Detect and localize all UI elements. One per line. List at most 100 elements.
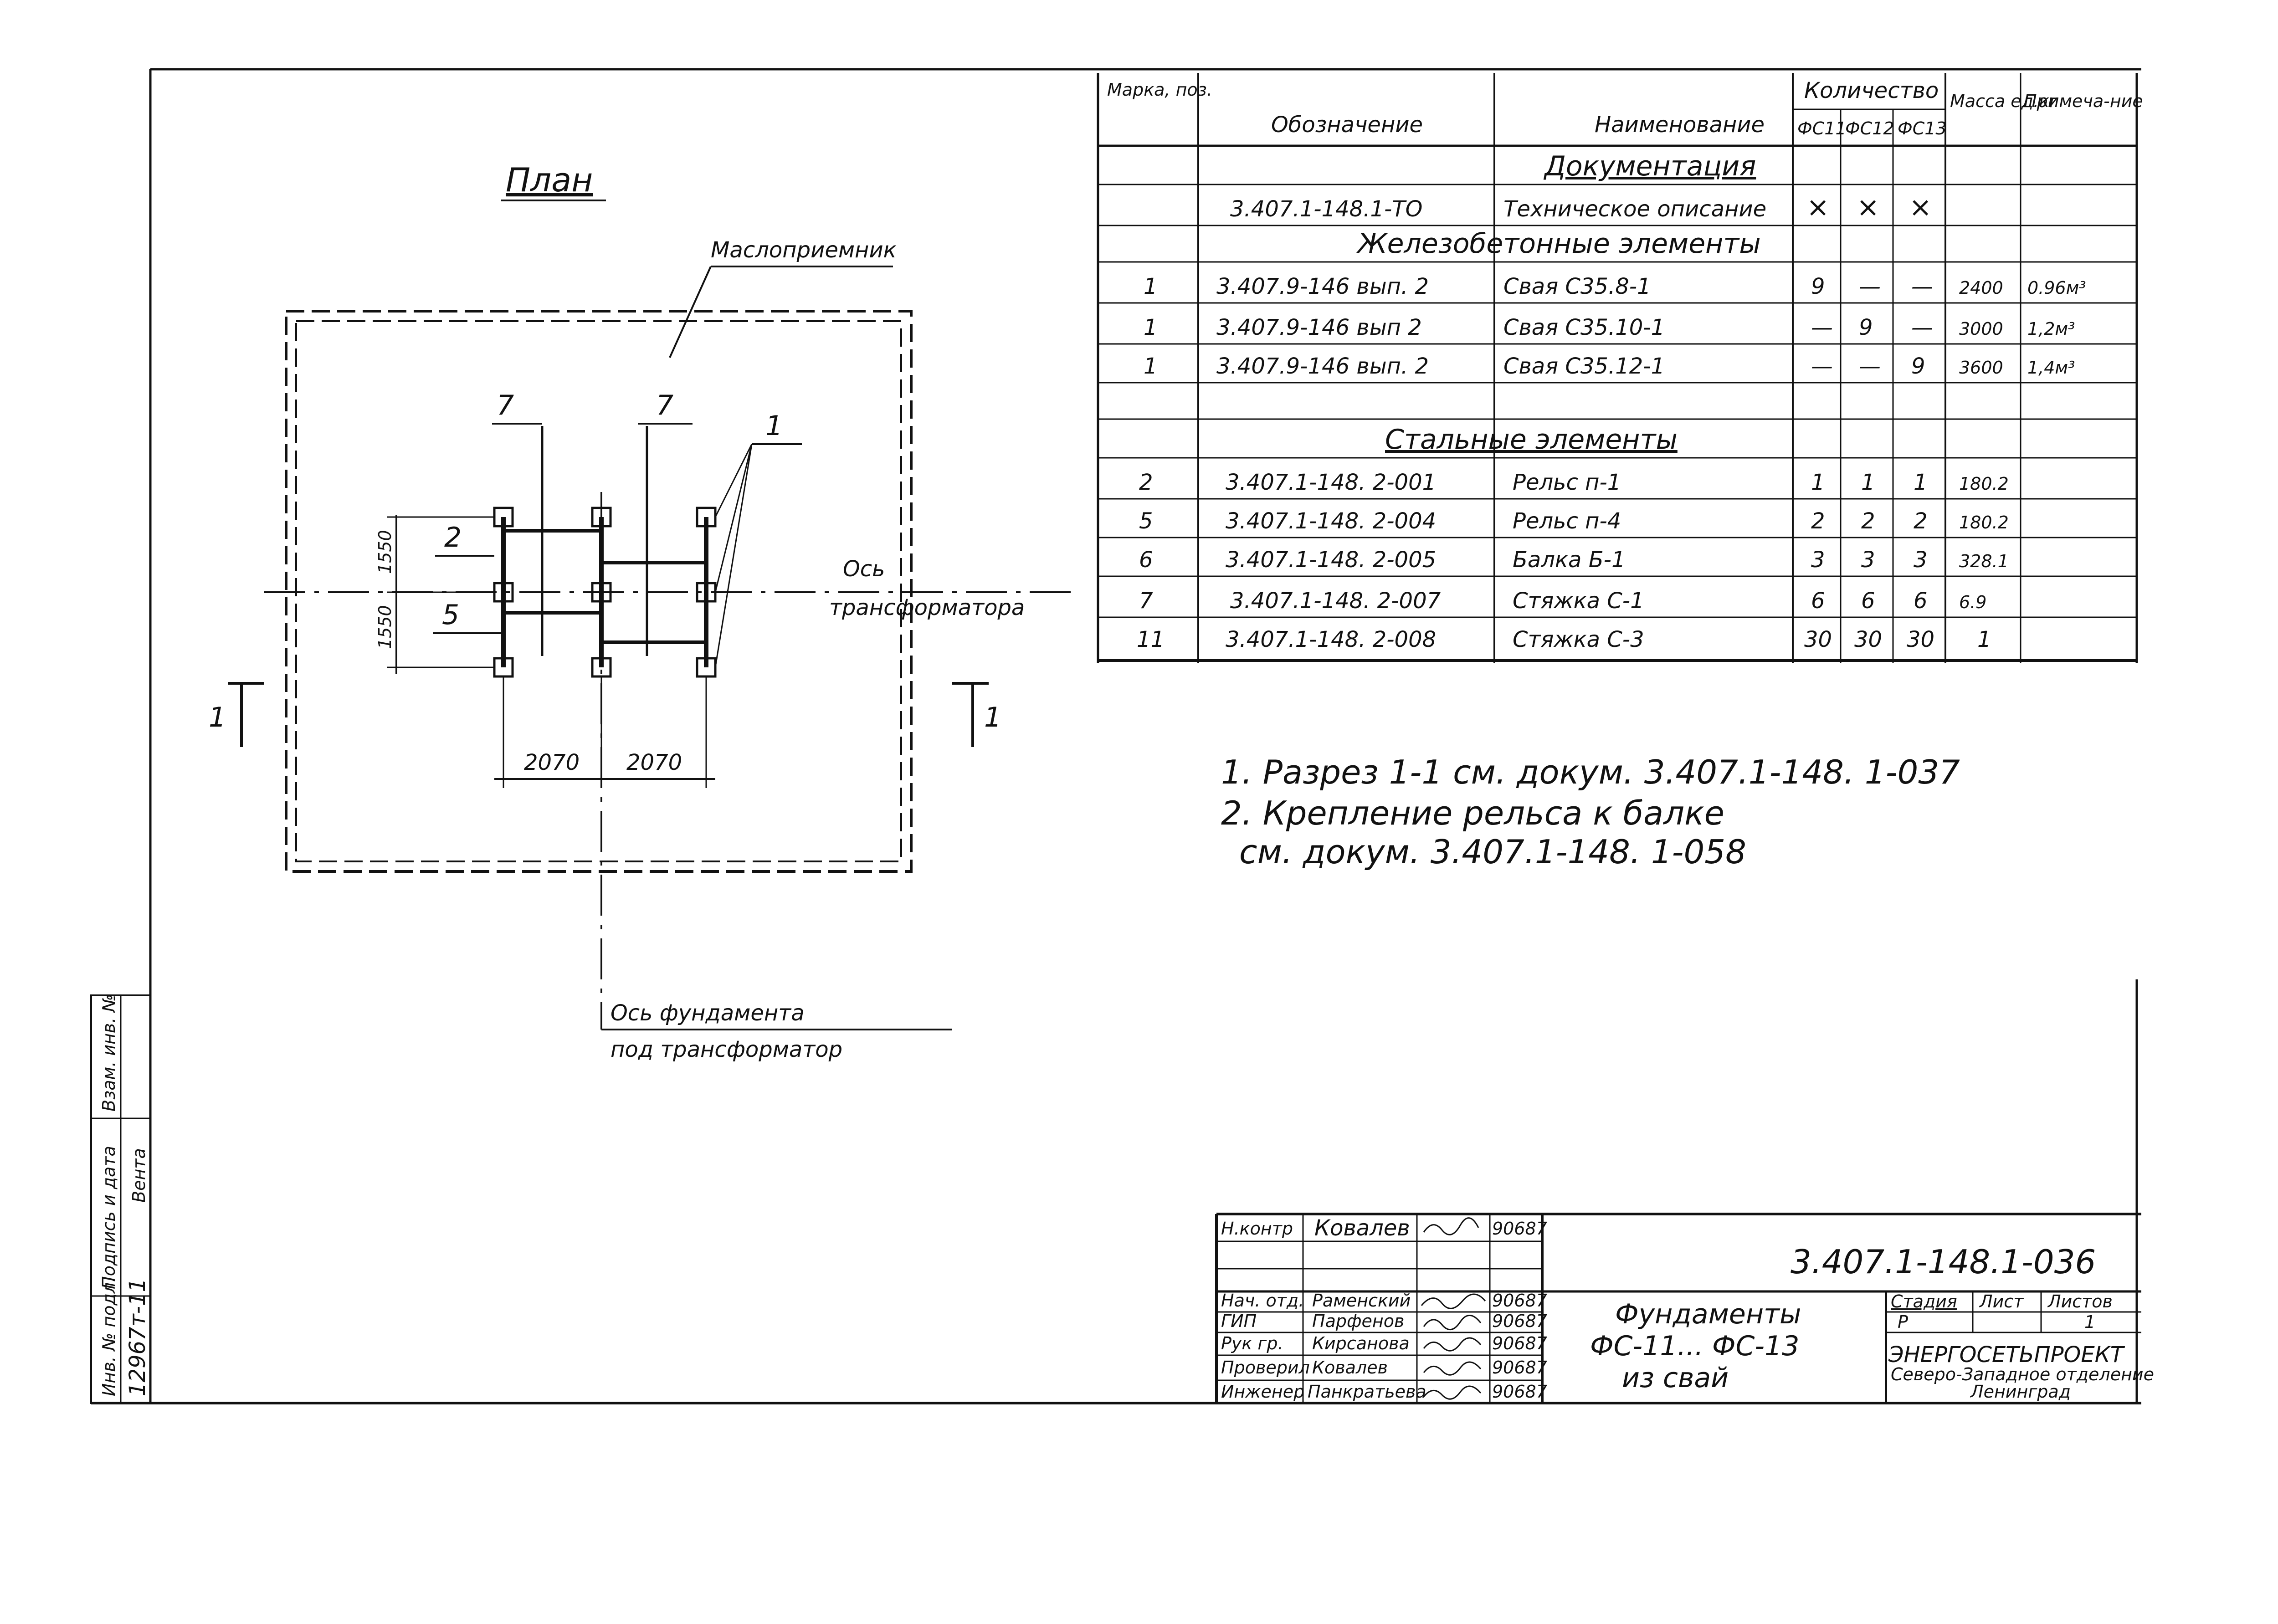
header-fs13: ФС13 [1898, 118, 1947, 138]
signer-name: Парфенов [1312, 1311, 1404, 1331]
axis-foundation-1: Ось фундамента [611, 1000, 805, 1026]
section-right-label: 1 [984, 702, 1001, 733]
signer-role: Рук гр. [1221, 1333, 1283, 1353]
stage-value: Р [1898, 1312, 1908, 1332]
signer-date: 90687 [1492, 1358, 1547, 1378]
piles [493, 507, 717, 678]
signer-date: 90687 [1492, 1311, 1547, 1331]
doc-q1: × [1806, 191, 1829, 223]
signer-row: Проверил Ковалев 90687 [1221, 1358, 1547, 1378]
table-row: 1 3.407.9-146 вып. 2 Свая С35.12-1 — — 9… [1144, 353, 2075, 379]
header-note: Примеча-ние [2024, 91, 2143, 111]
rc-q2: — [1859, 353, 1881, 379]
signer-row: Нач. отд. Раменский 90687 [1221, 1291, 1547, 1311]
rc-q3: — [1911, 315, 1933, 340]
drawing-title-2: ФС-11... ФС-13 [1590, 1330, 1799, 1362]
steel-name: Стяжка С-1 [1513, 588, 1644, 614]
steel-mass: 328.1 [1959, 551, 2009, 571]
signer-date: 90687 [1492, 1219, 1547, 1239]
side-replace-label: Взам. инв. № [99, 994, 119, 1112]
steel-mass: 1 [1977, 627, 1991, 652]
dimension-horizontal: 2070 2070 [494, 676, 715, 788]
table-row: 1 3.407.9-146 вып. 2 Свая С35.8-1 9 — — … [1144, 274, 2086, 299]
note-1: 1. Разрез 1-1 см. докум. 3.407.1-148. 1-… [1221, 753, 1960, 791]
leader-1: 1 [765, 410, 783, 442]
signature-icon [1423, 1385, 1482, 1400]
pile [591, 507, 612, 528]
steel-q2: 2 [1861, 508, 1875, 534]
rc-q1: 9 [1811, 274, 1825, 299]
rc-mass: 2400 [1959, 278, 2003, 298]
table-row: 7 3.407.1-148. 2-007 Стяжка С-1 6 6 6 6.… [1139, 588, 1986, 614]
org-name: ЭНЕРГОСЕТЬПРОЕКТ [1888, 1342, 2125, 1368]
signer-date: 90687 [1492, 1382, 1547, 1402]
rails-and-beams [501, 426, 708, 667]
steel-q2: 6 [1861, 588, 1875, 614]
signer-row: ГИП Парфенов 90687 [1221, 1311, 1547, 1331]
leaders: 7 7 1 2 5 [433, 389, 802, 668]
section-steel-elements: Стальные элементы [1385, 424, 1678, 456]
axis-transformer-1: Ось [843, 556, 885, 582]
rc-mark: 1 [1144, 274, 1158, 299]
signer-role: Нач. отд. [1221, 1291, 1304, 1311]
signature-icon [1423, 1217, 1479, 1235]
doc-designation: 3.407.1-148.1-ТО [1230, 196, 1422, 222]
steel-mark: 11 [1137, 627, 1165, 652]
steel-mark: 2 [1139, 470, 1153, 495]
rc-name: Свая С35.12-1 [1503, 353, 1665, 379]
table-row: 5 3.407.1-148. 2-004 Рельс п-4 2 2 2 180… [1139, 508, 2009, 534]
steel-q3: 2 [1914, 508, 1928, 534]
doc-name: Техническое описание [1503, 196, 1766, 222]
leader-7b: 7 [656, 389, 673, 421]
steel-q3: 30 [1907, 627, 1934, 652]
doc-q2: × [1857, 191, 1879, 223]
steel-mark: 6 [1139, 547, 1153, 573]
rc-q2: 9 [1859, 315, 1873, 340]
signer-role: Инженер [1221, 1382, 1304, 1402]
leader-2: 2 [444, 522, 462, 553]
steel-name: Рельс п-1 [1513, 470, 1621, 495]
rc-q2: — [1859, 274, 1881, 299]
rc-name: Свая С35.10-1 [1503, 315, 1665, 340]
leader-7a: 7 [497, 389, 514, 421]
steel-q3: 6 [1914, 588, 1928, 614]
section-documentation: Документация [1543, 150, 1756, 182]
side-inv-value: 12967т-11 [125, 1278, 150, 1396]
header-designation: Обозначение [1271, 112, 1423, 138]
steel-q1: 6 [1811, 588, 1825, 614]
steel-q3: 1 [1914, 470, 1928, 495]
doc-q3: × [1909, 191, 1932, 223]
title-block: Н.контр Ковалев 90687 Нач. отд. Раменски… [1215, 1213, 2154, 1403]
steel-designation: 3.407.1-148. 2-005 [1226, 547, 1436, 573]
rc-designation: 3.407.9-146 вып. 2 [1216, 274, 1429, 299]
notes: 1. Разрез 1-1 см. докум. 3.407.1-148. 1-… [1221, 753, 1960, 871]
signer-name: Кирсанова [1312, 1333, 1410, 1353]
plan-title: План [506, 161, 593, 199]
steel-q1: 1 [1811, 470, 1825, 495]
signer-name: Панкратьева [1308, 1382, 1426, 1402]
stage-label: Стадия [1891, 1291, 1957, 1311]
header-fs12: ФС12 [1845, 118, 1894, 138]
side-inv-label: Инв. № подл. [99, 1277, 119, 1396]
pile [591, 582, 612, 603]
plan-drawing: План Маслоприемник Ось трансформатора Ос… [209, 161, 1071, 1062]
dim-horizontal-right: 2070 [626, 750, 682, 775]
leader-5: 5 [442, 599, 459, 631]
table-row: 6 3.407.1-148. 2-005 Балка Б-1 3 3 3 328… [1139, 547, 2009, 573]
dim-horizontal-left: 2070 [524, 750, 580, 775]
signer-role: Н.контр [1221, 1219, 1293, 1239]
rc-name: Свая С35.8-1 [1503, 274, 1651, 299]
steel-q1: 30 [1804, 627, 1832, 652]
header-mark: Марка, поз. [1107, 80, 1212, 100]
rc-mass: 3600 [1959, 358, 2003, 378]
section-rc-elements: Железобетонные элементы [1356, 228, 1761, 260]
dim-vertical-top: 1550 [375, 530, 395, 574]
note-2b: см. докум. 3.407.1-148. 1-058 [1239, 833, 1746, 871]
signature-icon [1423, 1315, 1482, 1330]
steel-q1: 3 [1811, 547, 1825, 573]
rc-mark: 1 [1144, 353, 1158, 379]
steel-name: Балка Б-1 [1513, 547, 1625, 573]
table-row: 11 3.407.1-148. 2-008 Стяжка С-3 30 30 3… [1137, 627, 1991, 652]
section-marks: 1 1 [209, 682, 1001, 747]
